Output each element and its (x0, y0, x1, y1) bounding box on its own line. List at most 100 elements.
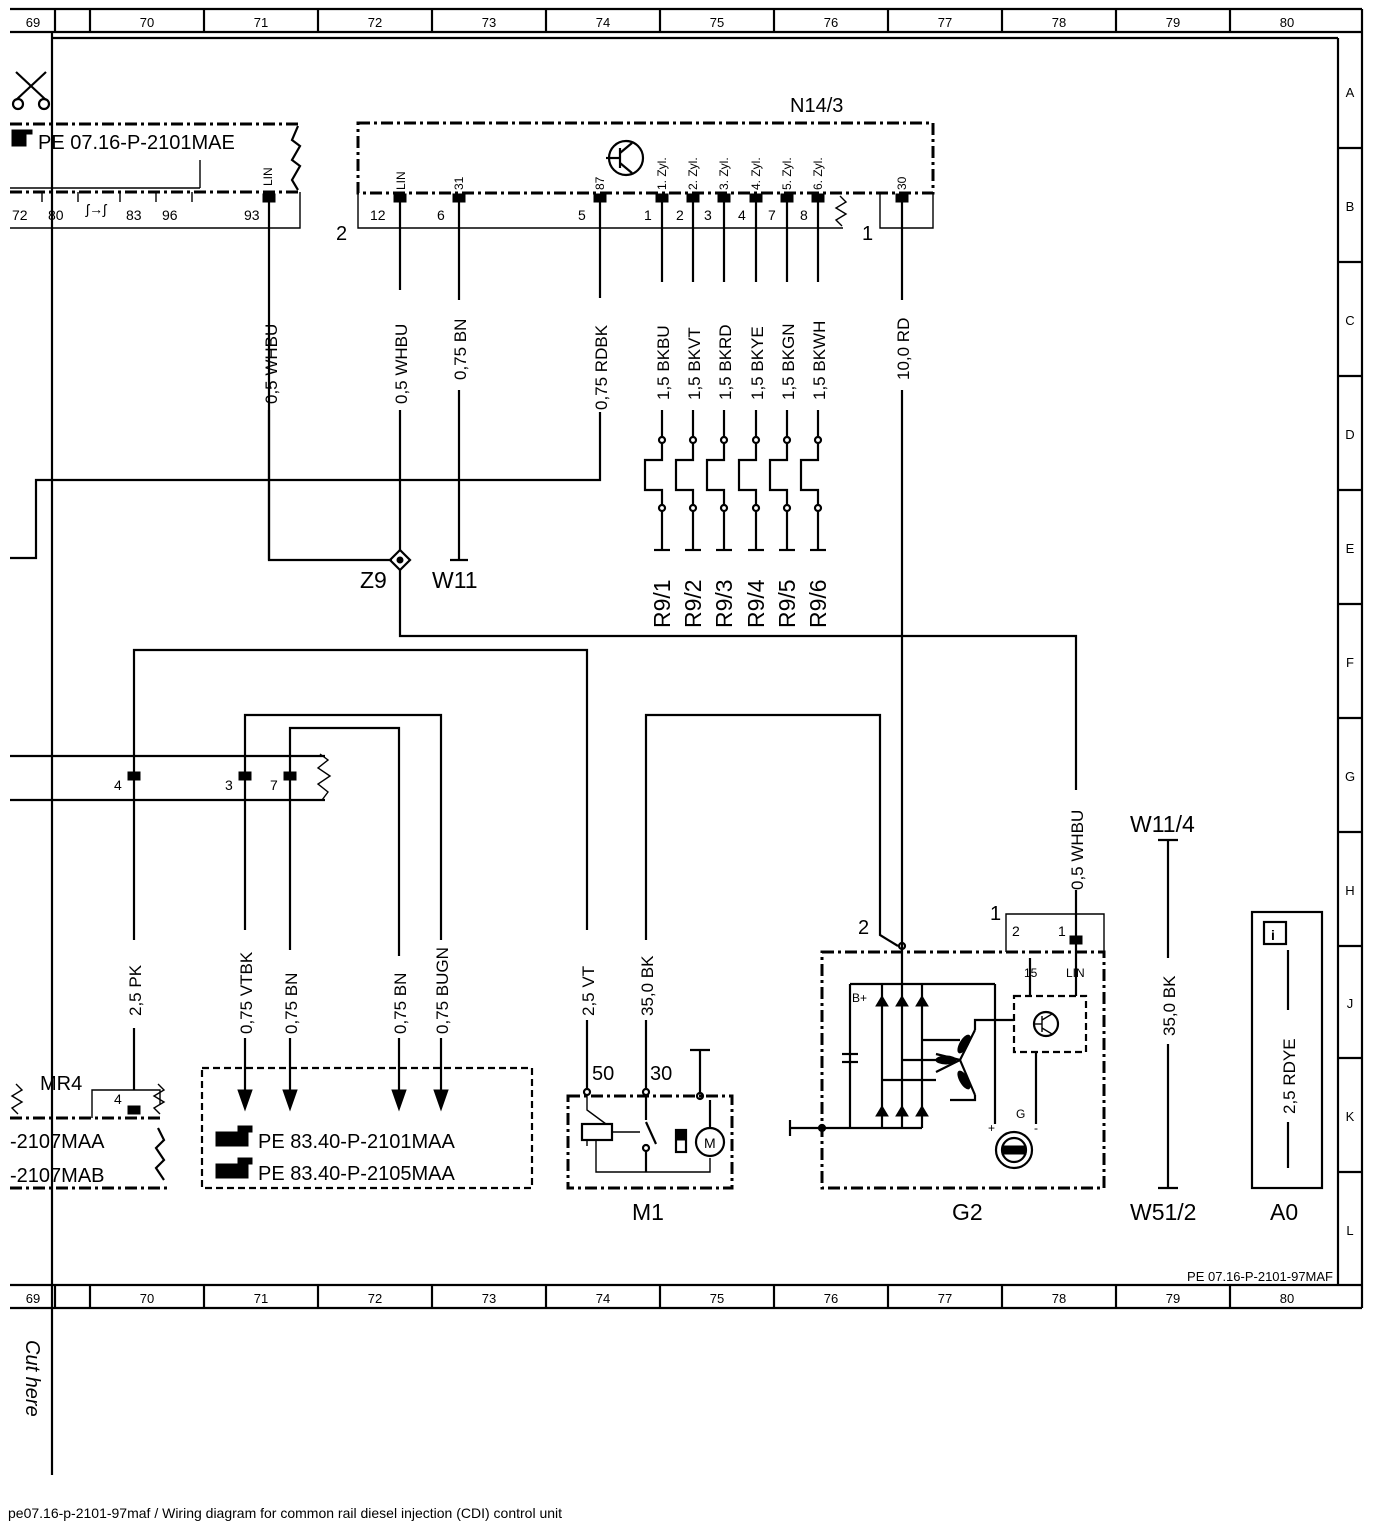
column-labels-bottom: 69 70 71 72 73 74 75 76 77 78 79 80 (26, 1291, 1294, 1306)
glow-plug-label: R9/1 (649, 579, 675, 628)
col-label: 78 (1052, 15, 1066, 30)
n14-signal: 3. Zyl. (717, 157, 731, 190)
scissors-icon (11, 71, 51, 111)
n14-signal: 2. Zyl. (686, 157, 700, 190)
col-label: 79 (1166, 15, 1180, 30)
pin-label: 4 (114, 1091, 122, 1107)
hand-pointer-icon (215, 1125, 253, 1147)
n14-signal: 1. Zyl. (655, 157, 669, 190)
reference-link[interactable]: PE 83.40-P-2101MAA (258, 1131, 455, 1153)
a0-block: i 2,5 RDYE A0 (1250, 910, 1324, 1225)
wire-label: 0,75 BN (282, 973, 301, 1034)
ground-point-label: W51/2 (1130, 1199, 1196, 1225)
pin-label: 4 (114, 777, 122, 793)
pin-label: 7 (270, 777, 278, 793)
col-label: 74 (596, 1291, 610, 1306)
wire-label: 2,5 PK (126, 964, 145, 1016)
mr4-label: MR4 (40, 1073, 82, 1095)
hand-pointer-icon (215, 1157, 253, 1179)
pin-label: 12 (370, 207, 386, 223)
g2-minus: - (1034, 1121, 1038, 1135)
wire-label: 1,5 BKBU (654, 325, 673, 400)
col-label: 72 (368, 15, 382, 30)
col-label: 69 (26, 15, 40, 30)
z9-junction: Z9 W11 (267, 410, 1078, 790)
pin-label: 5 (578, 207, 586, 223)
g2-g-label: G (1016, 1107, 1025, 1121)
lin-signal-label: LIN (261, 167, 275, 186)
mr4-ref: -2107MAB (10, 1165, 105, 1187)
left-control-unit-block: PE 07.16-P-2101MAE 72 80 83 96 93 ʃ→ʃ LI… (10, 122, 302, 229)
pin-label: 3 (704, 207, 712, 223)
reference-link[interactable]: PE 83.40-P-2105MAA (258, 1163, 455, 1185)
g2-label: G2 (952, 1199, 983, 1225)
col-label: 71 (254, 15, 268, 30)
g2-plus: + (988, 1121, 995, 1135)
wire-label: 10,0 RD (894, 318, 913, 380)
n14-signal: 31 (452, 176, 466, 190)
row-label: H (1345, 883, 1354, 898)
pin-label: 96 (162, 207, 178, 223)
glow-plug (737, 410, 764, 552)
col-label: 76 (824, 1291, 838, 1306)
bridge-symbol-icon: ʃ→ʃ (85, 201, 108, 217)
mr4-ref: -2107MAA (10, 1131, 105, 1153)
glow-plug-label: R9/6 (805, 579, 831, 628)
glow-plug-label: R9/3 (711, 579, 737, 628)
glow-plugs: R9/1 R9/2 R9/3 R9/4 R9/5 R9/6 (643, 410, 831, 628)
wire-label: 1,5 BKWH (810, 321, 829, 400)
caption: pe07.16-p-2101-97maf / Wiring diagram fo… (8, 1505, 562, 1521)
wire-labels-upper: 0,5 WHBU 0,5 WHBU 0,75 BN 0,75 RDBK 1,5 … (262, 318, 913, 410)
glow-plug (643, 410, 670, 552)
col-label: 77 (938, 1291, 952, 1306)
col-label: 76 (824, 15, 838, 30)
m1-starter: 50 30 M M1 (566, 1048, 734, 1225)
pin-label: 80 (48, 207, 64, 223)
sheet-frame (10, 7, 1364, 1475)
col-label: 70 (140, 1291, 154, 1306)
wire-label: 0,75 BN (391, 973, 410, 1034)
row-label: B (1346, 199, 1355, 214)
row-label: D (1345, 427, 1354, 442)
wire-label: 2,5 RDYE (1280, 1038, 1299, 1114)
n14-signal: 6. Zyl. (811, 157, 825, 190)
pin-label: 93 (244, 207, 260, 223)
n14-3-label: N14/3 (790, 95, 843, 117)
wire-label: 0,75 VTBK (237, 951, 256, 1034)
g2-terminal: LIN (1066, 966, 1085, 980)
wire-label: 0,75 BN (451, 319, 470, 380)
row-label: E (1346, 541, 1355, 556)
connector-left-number: 2 (336, 223, 347, 245)
pin-label: 1 (644, 207, 652, 223)
ground-cable: W11/4 W51/2 (1130, 811, 1196, 1225)
cut-here-label: Cut here (21, 1340, 43, 1417)
glow-plug (674, 410, 701, 552)
g2-pin-label: 1 (990, 903, 1001, 925)
col-label: 80 (1280, 1291, 1294, 1306)
middle-connector: 4 3 7 (10, 753, 332, 802)
row-label: A (1346, 85, 1355, 100)
wire-label: 35,0 BK (638, 955, 657, 1016)
g2-alternator: 2 1 2 1 15 LIN B+ (788, 890, 1106, 1225)
row-label: L (1346, 1223, 1353, 1238)
pin-label: 72 (12, 207, 28, 223)
wire-label: 0,75 BUGN (433, 947, 452, 1034)
wires-n14-3 (10, 202, 904, 946)
wire-label: 1,5 BKVT (685, 327, 704, 400)
ground-point-label: W11/4 (1130, 811, 1195, 837)
wire-label: 1,5 BKGN (779, 323, 798, 400)
wire-label: 2,5 VT (579, 966, 598, 1016)
col-label: 70 (140, 15, 154, 30)
col-label: 73 (482, 15, 496, 30)
row-labels: A B C D E F G H J K L (1345, 85, 1355, 1238)
col-label: 74 (596, 15, 610, 30)
reference-box: PE 83.40-P-2101MAA PE 83.40-P-2105MAA (200, 1066, 534, 1190)
pin-label: 2 (676, 207, 684, 223)
col-label: 75 (710, 15, 724, 30)
column-labels-top: 69 70 71 72 73 74 75 76 77 78 79 80 (26, 15, 1294, 30)
glow-plug-label: R9/5 (774, 579, 800, 628)
z9-label: Z9 (360, 567, 387, 593)
glow-plug (705, 410, 732, 552)
row-label: F (1346, 655, 1354, 670)
